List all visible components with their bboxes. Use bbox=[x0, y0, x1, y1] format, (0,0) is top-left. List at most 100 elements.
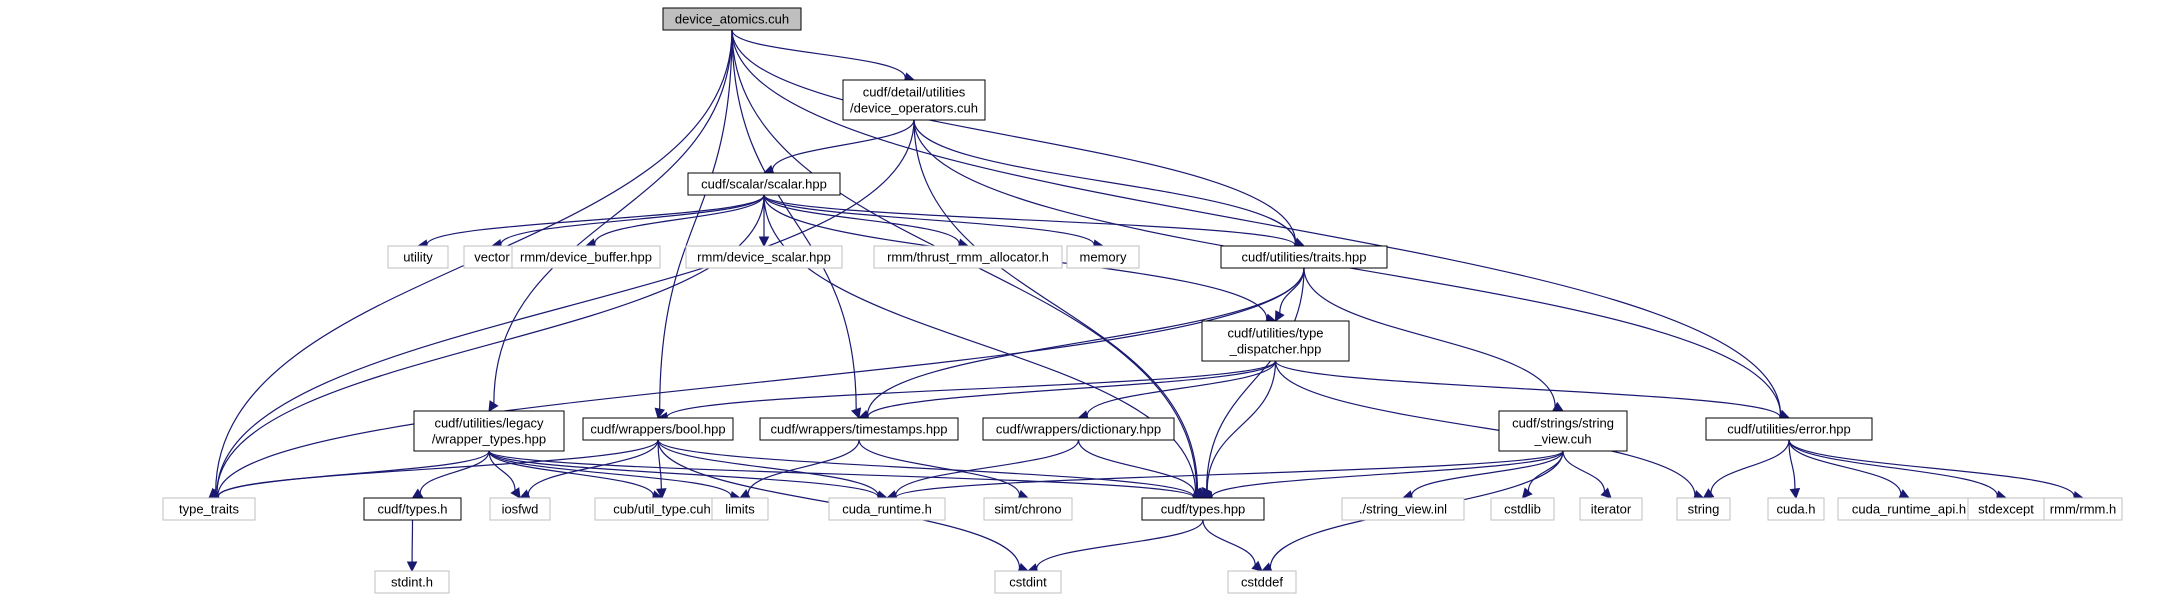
node-types-hpp[interactable]: cudf/types.hpp bbox=[1141, 497, 1265, 521]
node-label: rmm/device_buffer.hpp bbox=[520, 250, 652, 265]
edge-line bbox=[731, 29, 1782, 415]
node-root[interactable]: device_atomics.cuh bbox=[662, 7, 802, 31]
edge-bool_hpp-to-cub_util bbox=[656, 439, 667, 500]
edge-line bbox=[1303, 267, 1556, 407]
node-box bbox=[873, 245, 1063, 269]
edge-legacy_wrapper-to-iosfwd bbox=[488, 450, 521, 499]
node-box bbox=[489, 497, 551, 521]
edge-line bbox=[913, 119, 1297, 244]
node-traits[interactable]: cudf/utilities/traits.hpp bbox=[1220, 245, 1388, 269]
edge-types_h-to-stdint_h bbox=[406, 519, 418, 573]
edge-root-to-bool_hpp bbox=[654, 29, 733, 420]
node-type-dispatcher[interactable]: cudf/utilities/type_dispatcher.hpp bbox=[1201, 320, 1350, 362]
node-label: device_atomics.cuh bbox=[675, 12, 789, 27]
edge-arrowhead bbox=[1600, 487, 1612, 499]
node-box bbox=[1705, 417, 1873, 441]
edge-line bbox=[1411, 450, 1564, 496]
edge-line bbox=[500, 194, 765, 245]
node-label: iterator bbox=[1591, 502, 1632, 517]
node-stdint-h: stdint.h bbox=[374, 570, 450, 594]
node-box bbox=[828, 497, 946, 521]
node-box bbox=[413, 410, 565, 452]
edge-arrowhead bbox=[488, 400, 499, 412]
edge-device_ops-to-traits bbox=[913, 119, 1306, 249]
node-label: cudf/strings/string bbox=[1512, 416, 1614, 431]
node-label: cub/util_type.cuh bbox=[613, 502, 711, 517]
node-box bbox=[1227, 570, 1297, 594]
edge-line bbox=[1279, 267, 1305, 314]
node-string-view-inl: ./string_view.inl bbox=[1341, 497, 1465, 521]
edge-line bbox=[858, 439, 1021, 496]
edge-device_ops-to-error_hpp bbox=[913, 119, 1791, 420]
node-box bbox=[994, 570, 1062, 594]
node-bool-hpp[interactable]: cudf/wrappers/bool.hpp bbox=[582, 417, 734, 441]
edge-arrowhead bbox=[406, 561, 418, 573]
node-cub-util: cub/util_type.cuh bbox=[594, 497, 730, 521]
edge-line bbox=[1211, 450, 1564, 498]
edge-line bbox=[488, 450, 654, 496]
node-scalar[interactable]: cudf/scalar/scalar.hpp bbox=[687, 172, 841, 196]
edge-arrowhead bbox=[1274, 310, 1285, 322]
node-thrust-alloc: rmm/thrust_rmm_allocator.h bbox=[873, 245, 1063, 269]
node-error-hpp[interactable]: cudf/utilities/error.hpp bbox=[1705, 417, 1873, 441]
node-label: stdint.h bbox=[391, 575, 433, 590]
node-legacy-wrapper[interactable]: cudf/utilities/legacy/wrapper_types.hpp bbox=[413, 410, 565, 452]
node-box bbox=[685, 245, 843, 269]
node-box bbox=[983, 497, 1073, 521]
edge-arrowhead bbox=[850, 407, 862, 420]
node-label: /device_operators.cuh bbox=[850, 101, 978, 116]
node-label: cudf/utilities/legacy bbox=[434, 416, 544, 431]
node-box bbox=[982, 417, 1175, 441]
edge-arrowhead bbox=[656, 488, 667, 500]
node-box bbox=[1490, 497, 1555, 521]
edge-line bbox=[763, 194, 1296, 246]
edge-error_hpp-to-cuda_h bbox=[1788, 439, 1801, 500]
node-label: cstdlib bbox=[1504, 502, 1541, 517]
node-layer: device_atomics.cuh cudf/detail/utilities/… bbox=[162, 7, 2123, 594]
node-label: memory bbox=[1080, 250, 1127, 265]
edge-error_hpp-to-cuda_runtime_api bbox=[1788, 439, 1911, 499]
node-box bbox=[1498, 410, 1628, 452]
node-box bbox=[1767, 497, 1825, 521]
node-label: type_traits bbox=[179, 502, 239, 517]
node-label: simt/chrono bbox=[994, 502, 1061, 517]
edge-line bbox=[1274, 360, 1781, 418]
edge-line bbox=[895, 439, 1080, 496]
node-label: cudf/wrappers/timestamps.hpp bbox=[770, 422, 947, 437]
edge-root-to-timestamps bbox=[731, 29, 862, 420]
edge-scalar-to-memory bbox=[763, 194, 1105, 250]
edge-line bbox=[763, 194, 1095, 245]
edge-line bbox=[731, 29, 1297, 243]
edge-arrowhead bbox=[1521, 487, 1533, 499]
edge-line bbox=[1788, 439, 1998, 496]
node-label: cudf/scalar/scalar.hpp bbox=[701, 177, 827, 192]
node-label: vector bbox=[474, 250, 510, 265]
edge-line bbox=[771, 119, 915, 171]
edge-type_dispatcher-to-string bbox=[1274, 360, 1705, 501]
node-label: cudf/wrappers/bool.hpp bbox=[590, 422, 725, 437]
edge-line bbox=[594, 194, 765, 244]
node-box bbox=[1579, 497, 1643, 521]
edge-device_ops-to-types_hpp bbox=[913, 119, 1204, 499]
node-cuda-runtime-api: cuda_runtime_api.h bbox=[1837, 497, 1981, 521]
edge-line bbox=[1788, 439, 1902, 495]
node-rmm-h: rmm/rmm.h bbox=[2043, 497, 2123, 521]
edge-line bbox=[488, 450, 732, 497]
node-box bbox=[1676, 497, 1731, 521]
node-box bbox=[387, 245, 449, 269]
edge-dictionary-to-types_hpp bbox=[1077, 439, 1205, 499]
node-device-ops[interactable]: cudf/detail/utilities/device_operators.c… bbox=[842, 79, 986, 121]
node-timestamps[interactable]: cudf/wrappers/timestamps.hpp bbox=[759, 417, 959, 441]
edge-arrowhead bbox=[1789, 487, 1801, 500]
node-dictionary[interactable]: cudf/wrappers/dictionary.hpp bbox=[982, 417, 1175, 441]
edge-line bbox=[217, 439, 659, 498]
edge-line bbox=[1036, 519, 1204, 569]
node-types-h[interactable]: cudf/types.h bbox=[363, 497, 462, 521]
node-label: cudf/utilities/error.hpp bbox=[1727, 422, 1851, 437]
edge-error_hpp-to-stdexcept bbox=[1788, 439, 2008, 501]
node-string-view[interactable]: cudf/strings/string_view.cuh bbox=[1498, 410, 1628, 452]
node-iterator: iterator bbox=[1579, 497, 1643, 521]
edge-line bbox=[1274, 360, 1696, 496]
node-label: cstdint bbox=[1009, 575, 1047, 590]
node-label: cudf/detail/utilities bbox=[863, 85, 966, 100]
